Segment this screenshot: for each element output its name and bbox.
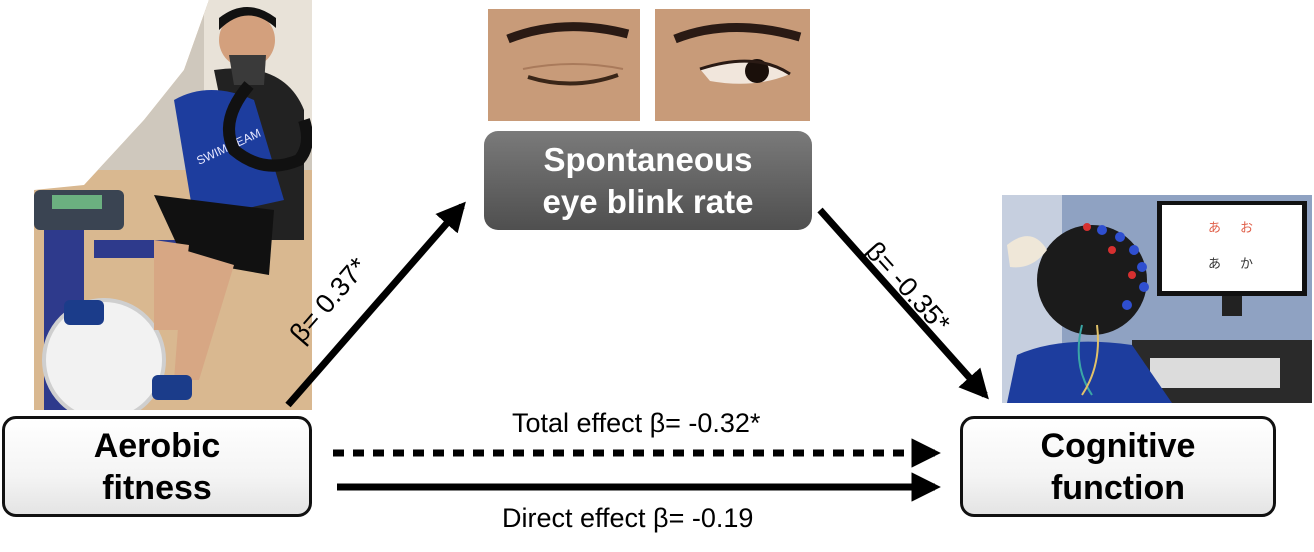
screen-char-1: あ [1208,221,1221,236]
eye-closed-photo [488,9,640,121]
cognitive-function-node: Cognitive function [960,416,1276,517]
aerobic-fitness-node: Aerobic fitness [2,416,312,517]
eye-open-photo [655,9,810,121]
a-path-arrow [285,201,466,408]
b-path-arrow [817,207,989,400]
direct-effect-label: Direct effect β= -0.19 [502,503,754,533]
total-effect-label: Total effect β= -0.32* [512,408,761,438]
screen-char-4: か [1240,257,1253,272]
screen-char-2: お [1240,221,1253,236]
screen-char-3: あ [1208,257,1221,272]
eeg-computer-photo: あ お あ か [1002,195,1312,403]
eye-blink-rate-node: Spontaneous eye blink rate [484,131,812,230]
cycling-test-photo: SWIM TEAM [34,0,312,410]
